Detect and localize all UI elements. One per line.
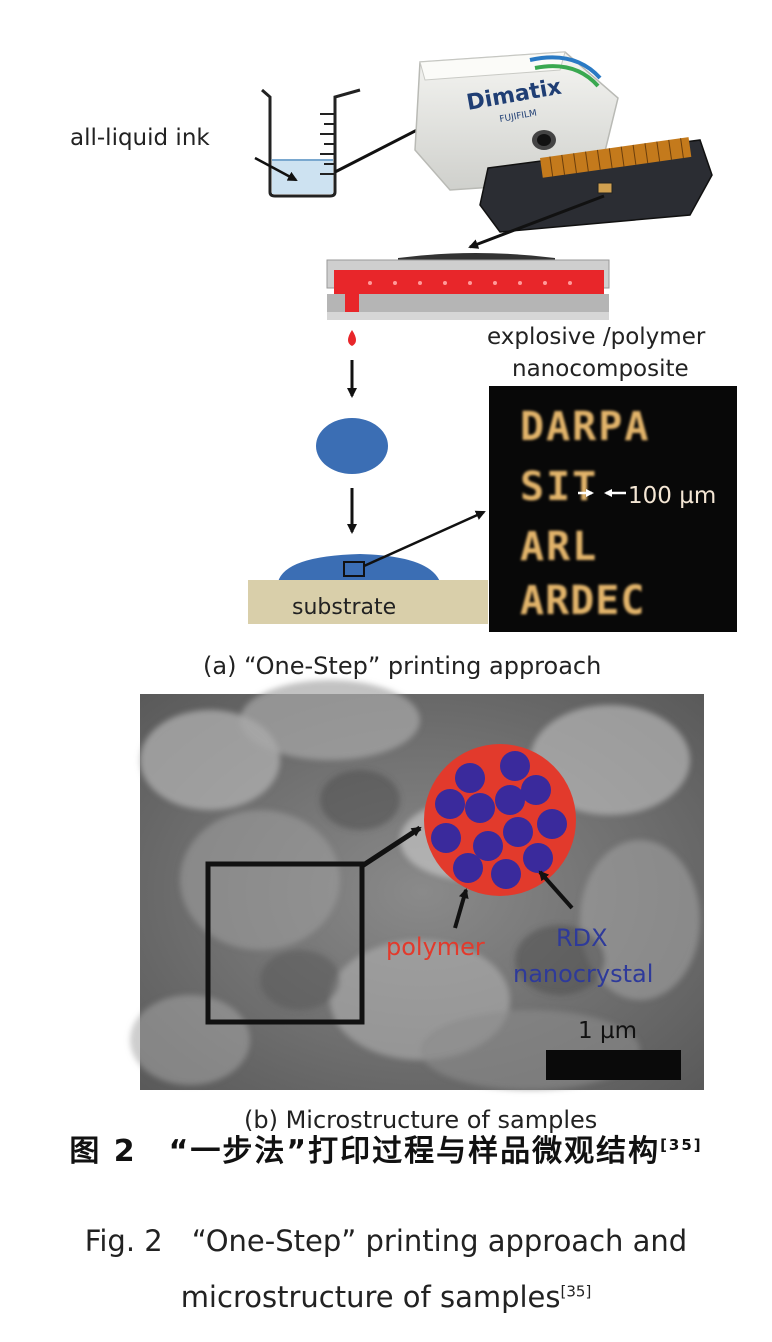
printed-text-micrograph: DARPA SIT ARL ARDEC 100 µm xyxy=(489,386,737,632)
polymer-label: polymer xyxy=(386,933,485,961)
panel-a: all-liquid ink Dimatix FUJIFILM xyxy=(70,51,737,632)
rdx-pointer-arrow xyxy=(538,870,574,910)
printed-text-3: ARL xyxy=(520,524,598,570)
rdx-label-line2: nanocrystal xyxy=(513,960,653,988)
substrate-schematic xyxy=(248,554,488,624)
figure-caption-zh-text: 图 2 “一步法”打印过程与样品微观结构 xyxy=(69,1134,661,1169)
figure-caption-zh: 图 2 “一步法”打印过程与样品微观结构[35] xyxy=(0,1126,772,1170)
printed-text-2: SIT xyxy=(520,464,598,510)
substrate-label: substrate xyxy=(292,595,396,620)
beaker-icon xyxy=(261,88,361,198)
ink-droplet xyxy=(316,418,388,474)
panel-a-caption: (a) “One-Step” printing approach xyxy=(203,652,602,680)
figure-caption-zh-ref: [35] xyxy=(660,1136,703,1154)
sem-scale-label: 1 µm xyxy=(578,1018,637,1044)
nanocomposite-inset xyxy=(424,744,576,896)
panel-b-caption: (b) Microstructure of samples xyxy=(244,1106,598,1134)
printed-text-1: DARPA xyxy=(520,404,650,450)
ink-label: all-liquid ink xyxy=(70,125,210,151)
cartridge-to-printhead-arrow xyxy=(468,194,605,249)
deposit-to-micrograph-arrow xyxy=(363,510,486,568)
sem-scale-bar xyxy=(546,1050,681,1080)
figure-caption-en-line1: Fig. 2 “One-Step” printing approach and xyxy=(84,1224,688,1258)
printer-cartridge: Dimatix FUJIFILM xyxy=(414,51,713,233)
sem-selection-box xyxy=(205,861,365,1025)
selection-to-inset-arrow xyxy=(360,825,422,869)
composite-label-line1: explosive /polymer xyxy=(487,324,706,350)
printhead-schematic xyxy=(326,253,610,346)
panel-b: polymer RDX nanocrystal 1 µm xyxy=(130,680,704,1090)
composite-label-line2: nanocomposite xyxy=(512,356,689,382)
rdx-label-line1: RDX xyxy=(556,924,608,952)
sem-micrograph: polymer RDX nanocrystal 1 µm xyxy=(130,680,704,1090)
figure-caption-en-line2-wrap: microstructure of samples[35] xyxy=(0,1280,772,1314)
polymer-pointer-arrow xyxy=(453,888,469,929)
ink-pointer-arrow xyxy=(254,156,298,182)
printed-text-4: ARDEC xyxy=(520,578,645,624)
figure-caption-en-line2: microstructure of samples xyxy=(180,1280,561,1314)
figure-caption-en-ref: [35] xyxy=(560,1282,592,1301)
micrograph-scale-label: 100 µm xyxy=(628,483,716,509)
